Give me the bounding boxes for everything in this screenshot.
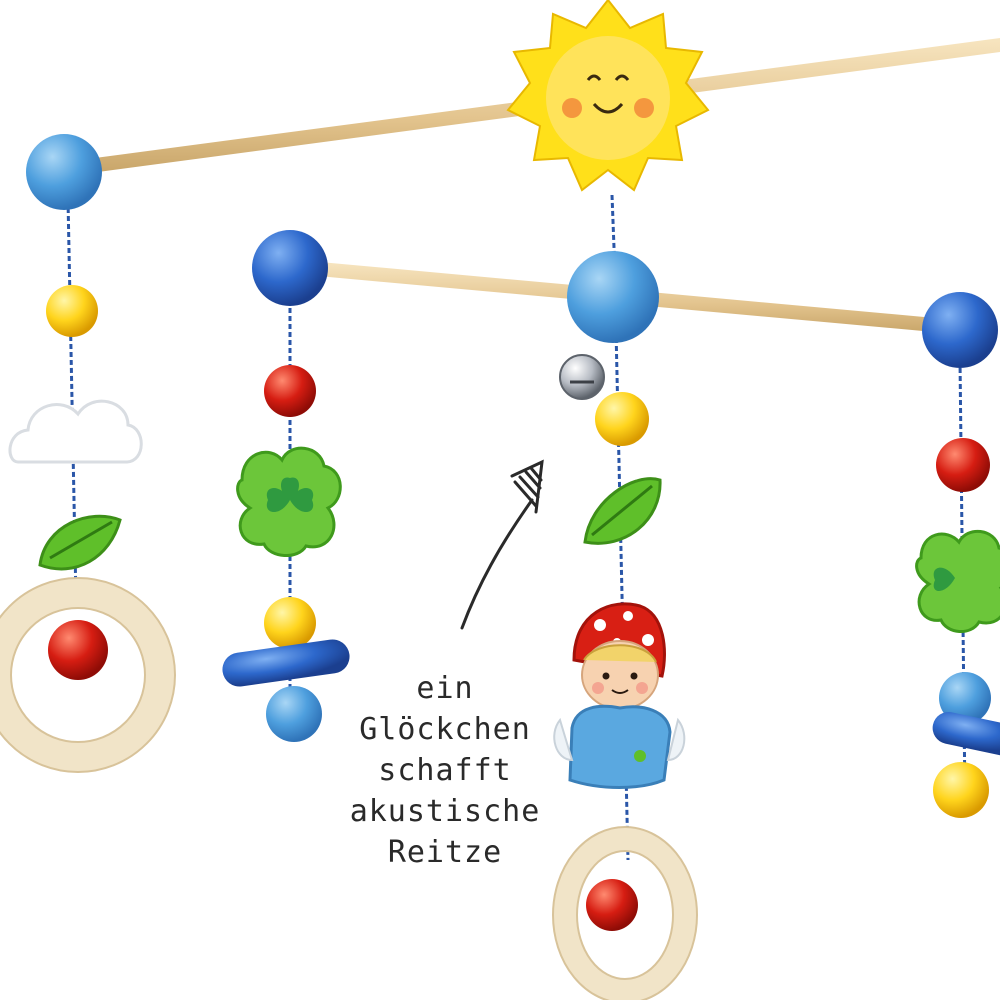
center-hanging-chain — [552, 251, 698, 1000]
leaf-icon — [38, 514, 122, 571]
caption-line: ein — [416, 671, 474, 706]
left-hanging-chain — [0, 285, 176, 773]
caption-line: Glöckchen — [359, 712, 531, 747]
leaf-icon — [583, 477, 662, 545]
caption-line: akustische — [349, 794, 541, 829]
bead-red-pattern — [586, 879, 638, 931]
bead-blue-cylinder — [222, 639, 350, 687]
caption-text: ein Glöckchen schafft akustische Reitze — [330, 668, 560, 873]
bead-light-blue — [266, 686, 322, 742]
bead-red — [48, 620, 108, 680]
bead-light-blue — [567, 251, 659, 343]
fairy-doll-icon — [553, 602, 686, 789]
arrow-icon — [460, 459, 544, 630]
clover-icon — [915, 529, 1000, 633]
clover-icon — [236, 446, 342, 557]
bead-red — [936, 438, 990, 492]
ring-icon — [0, 577, 176, 773]
bead-yellow — [933, 762, 989, 818]
right-hanging-chain — [915, 292, 1000, 818]
bead-blue — [252, 230, 328, 306]
caption-line: schafft — [378, 753, 512, 788]
sun-icon — [506, 0, 710, 192]
bead-red — [264, 365, 316, 417]
bead-light-blue — [939, 672, 991, 724]
bead-yellow — [595, 392, 649, 446]
caption-line: Reitze — [387, 835, 503, 870]
bead-blue — [922, 292, 998, 368]
bead-yellow — [46, 285, 98, 337]
bead-light-blue — [26, 134, 102, 210]
second-hanging-chain — [222, 230, 350, 742]
cloud-icon — [8, 399, 143, 464]
bead-yellow — [264, 597, 316, 649]
bell-icon — [559, 354, 605, 400]
bead-blue-cylinder — [932, 711, 1000, 757]
ring-icon — [552, 826, 698, 1000]
